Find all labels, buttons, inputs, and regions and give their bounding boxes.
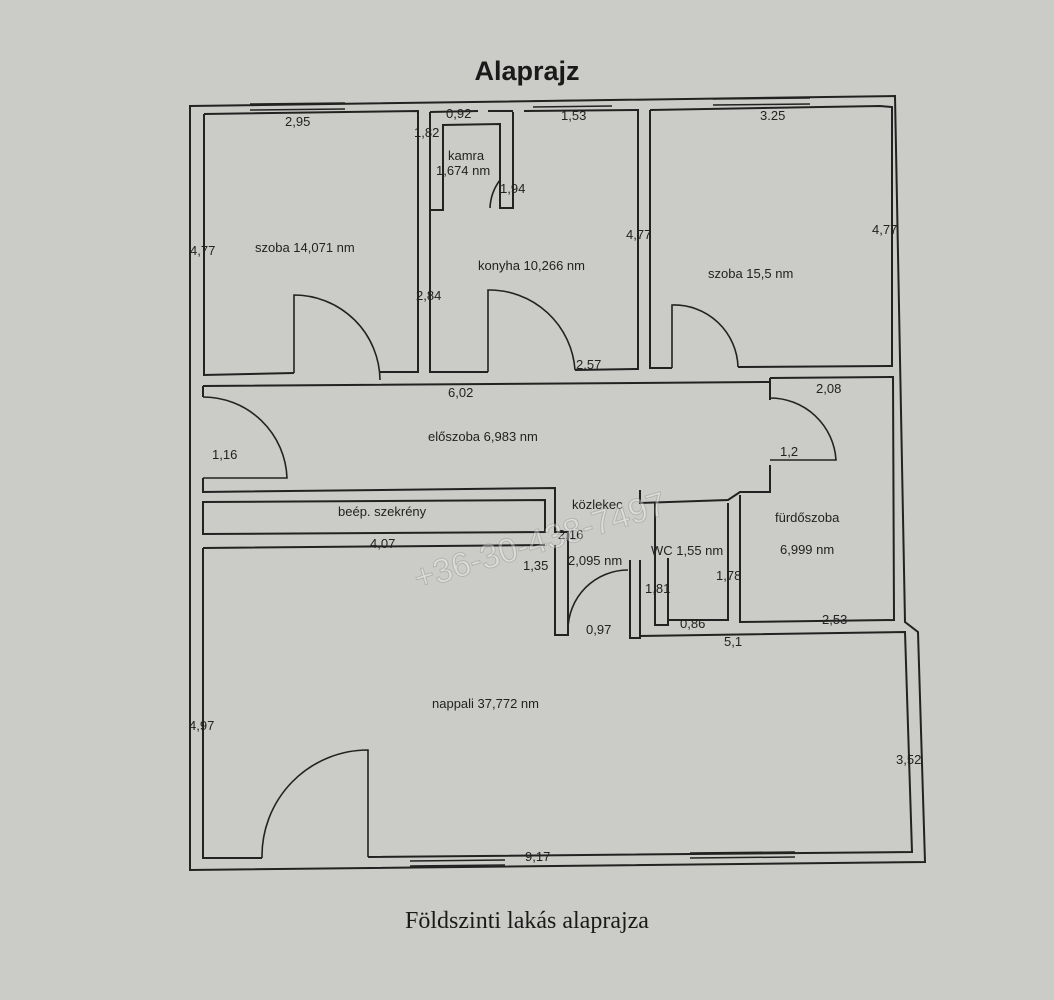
room-furdoszoba-area: 6,999 nm — [780, 542, 834, 557]
dimension-label: 3,52 — [896, 752, 921, 767]
room-szoba-1: szoba 14,071 nm — [255, 240, 355, 255]
room-labels: szoba 14,071 nm kamra 1,674 nm konyha 10… — [255, 148, 840, 711]
dimension-label: 4,77 — [626, 227, 651, 242]
dimension-label: 1,81 — [645, 581, 670, 596]
dimension-label: 4,77 — [872, 222, 897, 237]
room-eloszoba: előszoba 6,983 nm — [428, 429, 538, 444]
dimension-label: 1,82 — [414, 125, 439, 140]
dimension-label: 6,02 — [448, 385, 473, 400]
dimension-label: 2,84 — [416, 288, 441, 303]
plan-caption: Földszinti lakás alaprajza — [405, 908, 649, 934]
dimension-label: 1,35 — [523, 558, 548, 573]
plan-title: Alaprajz — [474, 56, 580, 86]
doors — [202, 179, 837, 859]
dimension-label: 4,07 — [370, 536, 395, 551]
dimension-label: 4,77 — [190, 243, 215, 258]
room-konyha: konyha 10,266 nm — [478, 258, 585, 273]
room-kamra-area: 1,674 nm — [436, 163, 490, 178]
windows — [249, 97, 811, 867]
dimension-label: 2,53 — [822, 612, 847, 627]
dimension-label: 3.25 — [760, 108, 785, 123]
dimension-label: 1,78 — [716, 568, 741, 583]
room-kamra: kamra — [448, 148, 485, 163]
dimension-labels: 2,95 0,92 1,82 1,53 3.25 1,94 4,77 4,77 … — [189, 106, 921, 864]
dimension-label: 2,08 — [816, 381, 841, 396]
room-szoba-2: szoba 15,5 nm — [708, 266, 793, 281]
room-wc: WC 1,55 nm — [651, 543, 723, 558]
phone-watermark: +36-30-438-7497 — [409, 485, 670, 598]
dimension-label: 0,97 — [586, 622, 611, 637]
walls — [189, 94, 927, 872]
dimension-label: 0,86 — [680, 616, 705, 631]
dimension-label: 1,53 — [561, 108, 586, 123]
room-beep-szekreny: beép. szekrény — [338, 504, 427, 519]
dimension-label: 1,2 — [780, 444, 798, 459]
dimension-label: 4,97 — [189, 718, 214, 733]
room-kozlekedo: közlekec — [572, 497, 623, 512]
dimension-label: 9,17 — [525, 849, 550, 864]
dimension-label: 2,57 — [576, 357, 601, 372]
room-furdoszoba: fürdőszoba — [775, 510, 840, 525]
room-nappali: nappali 37,772 nm — [432, 696, 539, 711]
dimension-label: 2,95 — [285, 114, 310, 129]
dimension-label: 0,92 — [446, 106, 471, 121]
dimension-label: 2,16 — [558, 527, 583, 542]
dimension-label: 1,94 — [500, 181, 525, 196]
dimension-label: 1,16 — [212, 447, 237, 462]
room-kozlekedo-area: 2,095 nm — [568, 553, 622, 568]
dimension-label: 5,1 — [724, 634, 742, 649]
